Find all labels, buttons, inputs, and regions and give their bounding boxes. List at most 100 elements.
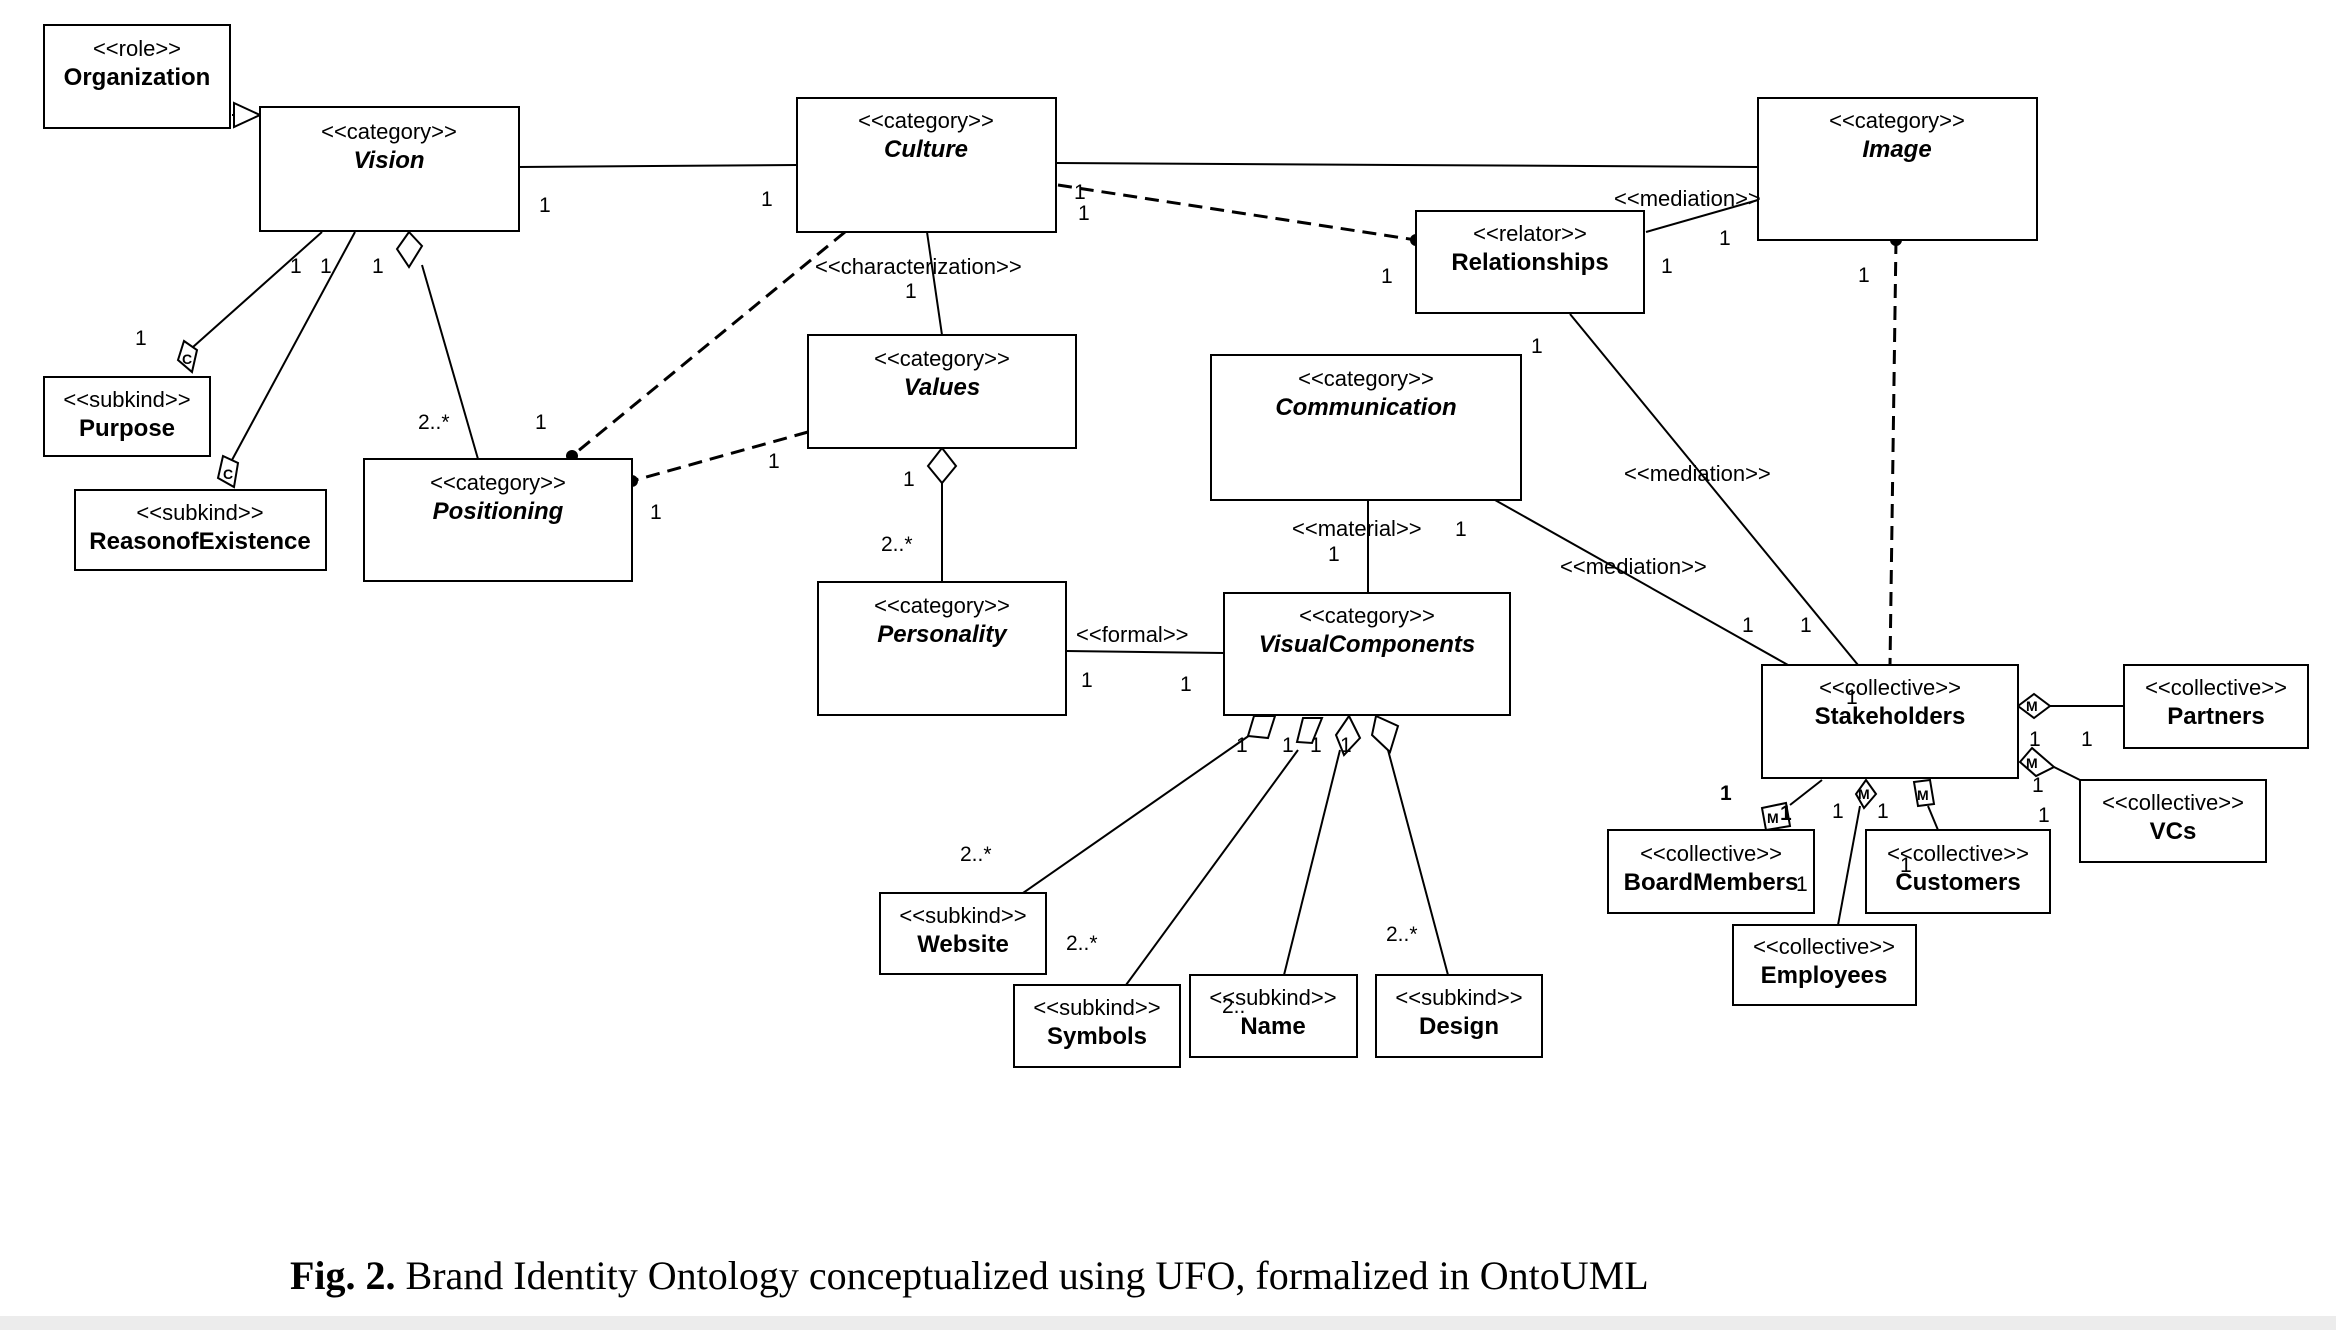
multiplicity: 1	[1078, 202, 1090, 225]
aggregation-diamond	[1334, 714, 1362, 757]
class-personality: <<category>> Personality	[817, 581, 1067, 716]
multiplicity: 2..	[1222, 995, 1245, 1018]
class-stereotype: <<subkind>>	[1395, 985, 1522, 1010]
material-label: <<material>>	[1292, 516, 1422, 541]
multiplicity: 1	[1796, 873, 1808, 896]
aggregation-diamonds	[395, 230, 1400, 757]
class-name: Values	[904, 374, 981, 401]
class-stereotype: <<subkind>>	[63, 387, 190, 412]
class-name: Communication	[1275, 394, 1456, 421]
class-stereotype: <<category>>	[1829, 108, 1965, 133]
class-image: <<category>> Image	[1757, 97, 2038, 241]
class-purpose: <<subkind>> Purpose	[43, 376, 211, 457]
class-stereotype: <<subkind>>	[1209, 985, 1336, 1010]
class-stereotype: <<subkind>>	[1033, 995, 1160, 1020]
edge-stakeholders-employees	[1837, 805, 1861, 926]
multiplicity: 1	[768, 450, 780, 473]
class-partners: <<collective>> Partners	[2123, 664, 2309, 749]
class-name: Image	[1862, 136, 1931, 163]
multiplicity: 1	[135, 327, 147, 350]
m-marker-text: M	[1767, 810, 1779, 826]
multiplicity: 1	[1081, 669, 1093, 692]
class-relationships: <<relator>> Relationships	[1415, 210, 1645, 314]
edge-labels: <<mediation>> <<characterization>> <<med…	[815, 186, 1771, 647]
aggregation-diamond	[395, 230, 424, 269]
multiplicity: 1	[1780, 802, 1792, 825]
class-stereotype: <<category>>	[1298, 366, 1434, 391]
m-marker-text: M	[2026, 755, 2038, 771]
m-marker	[2016, 692, 2052, 720]
multiplicity: 1	[1328, 543, 1340, 566]
edge-personality-visual	[1065, 650, 1225, 654]
m-markers: M M M M M	[1760, 692, 2056, 832]
edge-relationships-image	[1645, 199, 1759, 233]
mediation-label: <<mediation>>	[1560, 554, 1707, 579]
m-marker	[1854, 778, 1878, 810]
multiplicity: 1	[1661, 255, 1673, 278]
class-name: Stakeholders	[1815, 703, 1966, 730]
edge-stakeholders-customers	[1927, 805, 1939, 831]
edge-visual-website	[1022, 734, 1251, 894]
c-marker	[176, 339, 199, 374]
dashed-culture-positioning	[571, 230, 846, 458]
formal-label: <<formal>>	[1076, 622, 1189, 647]
class-name: VCs	[2150, 818, 2197, 845]
class-name: Purpose	[79, 415, 175, 442]
class-stereotype: <<collective>>	[1887, 841, 2029, 866]
class-stereotype: <<category>>	[874, 593, 1010, 618]
edge-vision-culture	[518, 164, 798, 168]
class-stereotype: <<role>>	[93, 36, 181, 61]
multiplicity: 1	[1531, 335, 1543, 358]
edge-culture-values	[926, 231, 943, 336]
multiplicity: 1	[1877, 800, 1889, 823]
class-vcs: <<collective>> VCs	[2079, 779, 2267, 863]
class-organization: <<role>> Organization	[43, 24, 231, 129]
class-name: ReasonofExistence	[89, 528, 310, 555]
class-name: Name	[1240, 1013, 1305, 1040]
multiplicity: 1	[1340, 734, 1352, 757]
class-values: <<category>> Values	[807, 334, 1077, 449]
class-name: Design	[1419, 1013, 1499, 1040]
edge-stakeholders-vcs	[2053, 766, 2081, 781]
class-name: Partners	[2167, 703, 2264, 730]
aggregation-diamond	[1246, 715, 1277, 740]
multiplicity: 1	[1719, 227, 1731, 250]
class-name: VisualComponents	[1259, 631, 1475, 658]
multiplicity: 1	[1900, 854, 1912, 877]
aggregation-diamond	[926, 446, 958, 485]
class-name: Customers	[1895, 869, 2020, 896]
multiplicity: 2..*	[881, 533, 913, 556]
class-stereotype: <<category>>	[321, 119, 457, 144]
edge-relationships-stakeholders	[1569, 313, 1859, 666]
multiplicity: 2..*	[1066, 932, 1098, 955]
multiplicity: 1	[2029, 728, 2041, 751]
ontology-diagram: C C M M M M M <<role>> Organization <<ca…	[43, 24, 2309, 1068]
multiplicity: 1	[761, 188, 773, 211]
figure-label: Fig. 2.	[290, 1253, 396, 1298]
class-symbols: <<subkind>> Symbols	[1013, 984, 1181, 1068]
m-marker	[1760, 801, 1792, 832]
class-name: Employees	[1761, 962, 1888, 989]
c-marker	[216, 454, 240, 489]
edge-visual-name	[1283, 749, 1341, 976]
dashed-values-positioning	[631, 430, 809, 483]
class-name: Personality	[877, 621, 1008, 648]
class-stereotype: <<category>>	[858, 108, 994, 133]
multiplicity: 1	[1236, 734, 1248, 757]
multiplicity: 1	[1800, 614, 1812, 637]
multiplicity: 1	[650, 501, 662, 524]
class-positioning: <<category>> Positioning	[363, 458, 633, 582]
c-markers: C C	[176, 339, 240, 489]
class-stereotype: <<category>>	[874, 346, 1010, 371]
characterization-label: <<characterization>>	[815, 254, 1022, 279]
multiplicity: 1	[539, 194, 551, 217]
multiplicity: 2..*	[960, 843, 992, 866]
class-communication: <<category>> Communication	[1210, 354, 1522, 501]
multiplicity: 1	[1720, 782, 1732, 805]
multiplicity: 1	[320, 255, 332, 278]
class-board-members: <<collective>> BoardMembers	[1607, 829, 1815, 914]
class-stereotype: <<collective>>	[2145, 675, 2287, 700]
c-marker-text: C	[223, 466, 233, 482]
class-reason-of-existence: <<subkind>> ReasonofExistence	[74, 489, 327, 571]
class-stereotype: <<category>>	[430, 470, 566, 495]
